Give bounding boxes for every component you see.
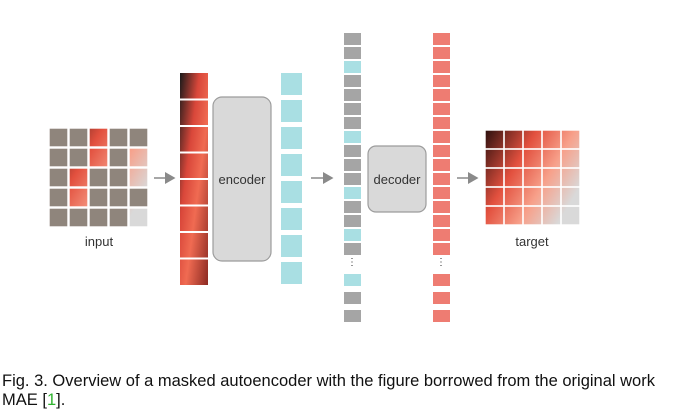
mask-token <box>344 292 361 304</box>
predicted-token <box>433 145 450 157</box>
decoder-label: decoder <box>374 172 422 187</box>
encoded-token <box>281 208 302 230</box>
predicted-token <box>433 274 450 286</box>
input-patch <box>68 147 89 168</box>
encoder-label: encoder <box>219 172 267 187</box>
input-patch <box>48 147 69 168</box>
input-patch <box>68 167 89 188</box>
predicted-token <box>433 117 450 129</box>
target-image <box>484 129 581 226</box>
caption-text: Fig. 3. Overview of a masked autoencoder… <box>2 372 655 409</box>
input-image <box>48 127 149 228</box>
predicted-token <box>433 310 450 322</box>
input-patch <box>108 127 129 148</box>
patch-separator <box>180 178 208 180</box>
pred-ellipsis: ⋮ <box>436 257 446 268</box>
input-patch <box>88 147 109 168</box>
mask-token <box>344 75 361 87</box>
target-patch <box>560 205 581 226</box>
predicted-token <box>433 243 450 255</box>
encoded-token <box>281 127 302 149</box>
predicted-token <box>433 187 450 199</box>
patch-separator <box>180 98 208 101</box>
mask-token <box>344 243 361 255</box>
predicted-token <box>433 61 450 73</box>
mask-token <box>344 103 361 115</box>
predicted-token <box>433 103 450 115</box>
predicted-token <box>433 89 450 101</box>
input-patch <box>128 167 149 188</box>
patch-separator <box>180 151 208 154</box>
encoded-token <box>281 154 302 176</box>
input-patch <box>48 127 69 148</box>
mask-token <box>344 159 361 171</box>
input-patch <box>128 147 149 168</box>
visible-token <box>344 229 361 241</box>
predicted-tokens-column <box>433 33 450 322</box>
visible-token <box>344 187 361 199</box>
input-patch <box>108 207 129 228</box>
mask-token <box>344 201 361 213</box>
encoded-token <box>281 235 302 257</box>
input-patch <box>68 207 89 228</box>
input-patch <box>128 187 149 208</box>
input-patch <box>88 207 109 228</box>
visible-token <box>344 61 361 73</box>
predicted-token <box>433 292 450 304</box>
input-label: input <box>85 234 114 249</box>
mae-diagram: input encoder ⋮ decoder ⋮ target <box>48 33 581 322</box>
patch-separator <box>180 204 208 207</box>
encoded-tokens-column <box>281 73 302 284</box>
target-label: target <box>515 234 549 249</box>
mask-token <box>344 117 361 129</box>
predicted-token <box>433 75 450 87</box>
input-patch <box>108 187 129 208</box>
visible-token <box>344 131 361 143</box>
encoder-block <box>212 96 272 262</box>
mask-token <box>344 310 361 322</box>
predicted-token <box>433 131 450 143</box>
visible-token <box>344 274 361 286</box>
encoded-token <box>281 100 302 122</box>
predicted-token <box>433 229 450 241</box>
encoded-token <box>281 73 302 95</box>
input-patch <box>48 167 69 188</box>
mask-token <box>344 173 361 185</box>
predicted-token <box>433 201 450 213</box>
figure-caption: Fig. 3. Overview of a masked autoencoder… <box>2 372 667 410</box>
input-patch <box>88 167 109 188</box>
input-patch <box>88 187 109 208</box>
predicted-token <box>433 159 450 171</box>
full-token-column <box>344 33 361 322</box>
reference-link[interactable]: 1 <box>46 391 57 409</box>
mask-token <box>344 145 361 157</box>
mask-token <box>344 89 361 101</box>
input-patch <box>128 127 149 148</box>
patch-separator <box>180 125 208 127</box>
predicted-token <box>433 215 450 227</box>
input-patch <box>108 167 129 188</box>
mask-token <box>344 215 361 227</box>
token-ellipsis: ⋮ <box>347 257 357 268</box>
input-patch <box>48 207 69 228</box>
mask-token <box>344 47 361 59</box>
predicted-token <box>433 47 450 59</box>
caption-suffix: ]. <box>56 391 66 409</box>
visible-patches-column <box>180 73 208 285</box>
encoded-token <box>281 262 302 284</box>
decoder-block <box>367 145 427 213</box>
predicted-token <box>433 33 450 45</box>
mask-token <box>344 33 361 45</box>
patch-separator <box>180 257 208 260</box>
input-patch <box>108 147 129 168</box>
input-patch <box>88 127 109 148</box>
input-patch <box>68 127 89 148</box>
input-patch <box>128 207 149 228</box>
encoded-token <box>281 181 302 203</box>
input-patch <box>48 187 69 208</box>
patch-separator <box>180 231 208 233</box>
input-patch <box>68 187 89 208</box>
predicted-token <box>433 173 450 185</box>
